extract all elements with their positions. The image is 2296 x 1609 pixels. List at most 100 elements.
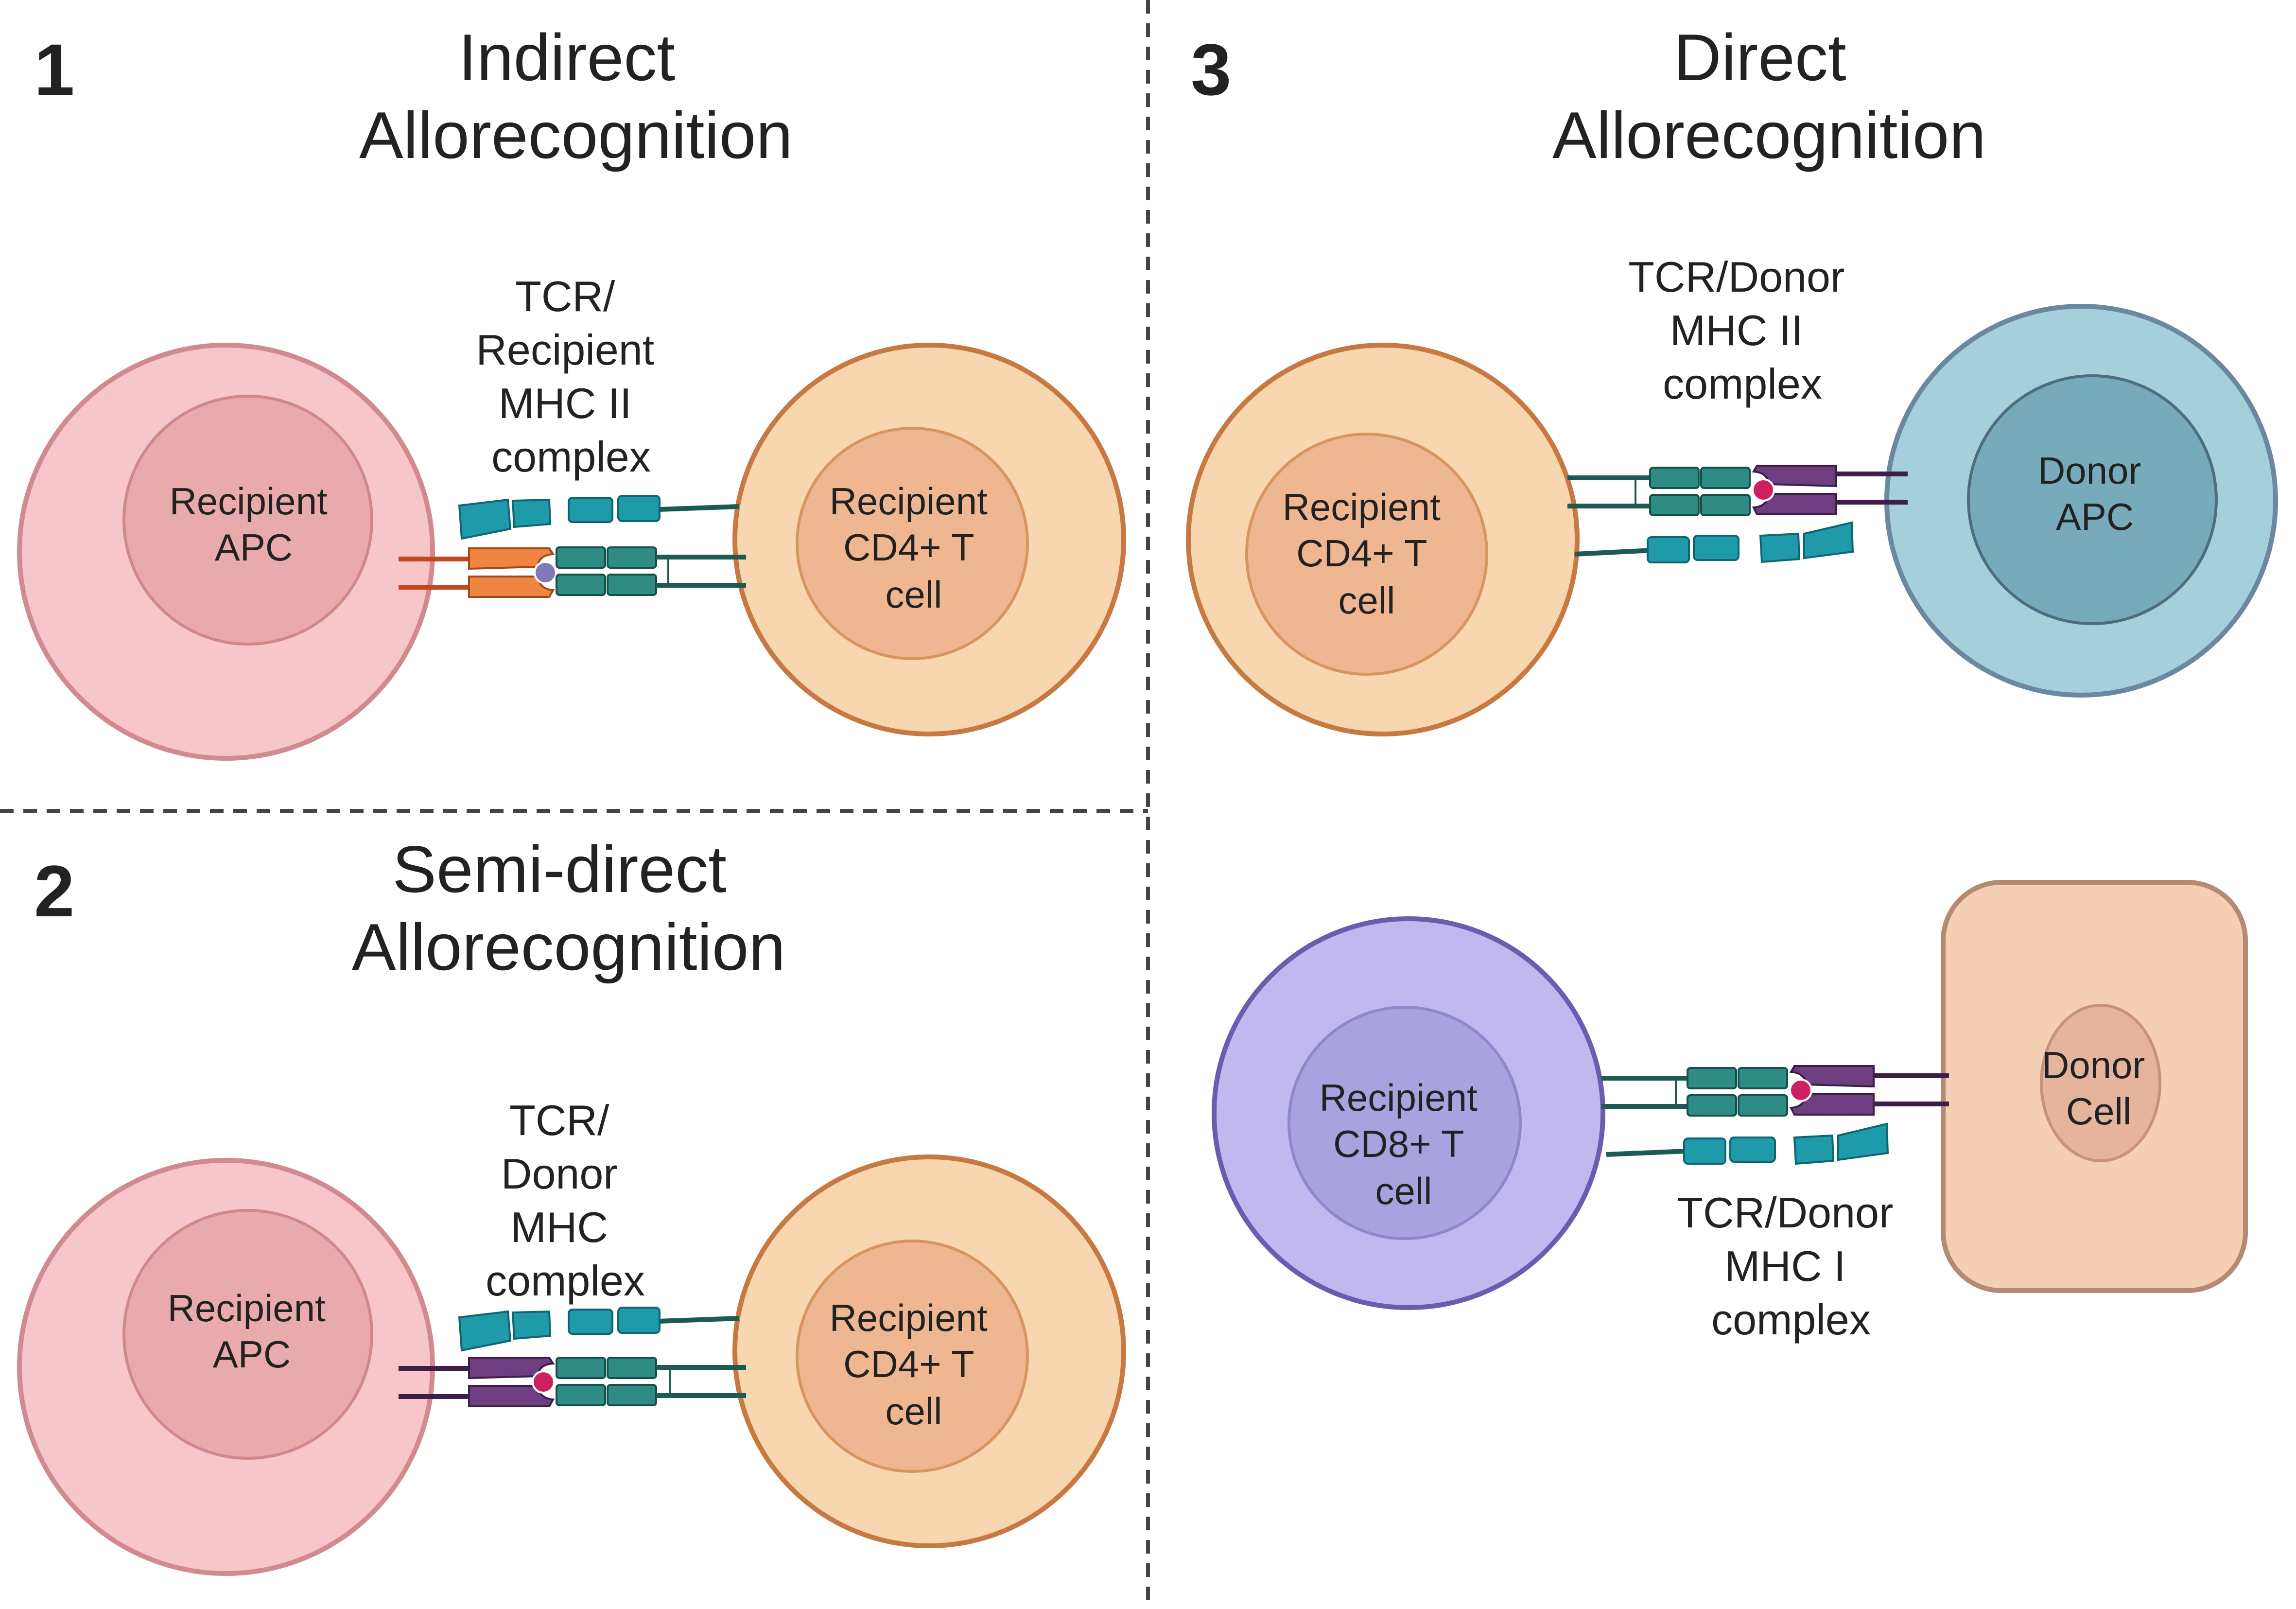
panel-direct-allorecognition: 3 Direct Allorecognition Recipient CD4+ … [1186, 20, 2278, 1344]
complex-label-line: Recipient [476, 326, 654, 374]
panel-number: 3 [1191, 29, 1231, 110]
cell-label-line: APC [2056, 495, 2134, 538]
receptor-domain [1729, 1137, 1776, 1163]
title-line: Indirect [458, 20, 675, 94]
cd4-coreceptor [458, 1307, 739, 1352]
panel-title: Direct Allorecognition [1552, 20, 1986, 172]
receptor-domain [1647, 536, 1690, 563]
cell-label-line: Donor [2042, 1044, 2145, 1086]
panel-number: 1 [34, 29, 74, 110]
complex-label-line: TCR/Donor [1628, 253, 1844, 301]
cell-label: Recipient CD4+ T cell [830, 1296, 998, 1433]
donor-peptide [1789, 1079, 1812, 1102]
receptor-domain [1683, 1137, 1726, 1165]
cell-label-line: Recipient [1283, 486, 1441, 528]
recipient-mhc-ii [399, 547, 557, 598]
receptor-domain [458, 1310, 512, 1352]
cell-nucleus [1287, 1006, 1522, 1240]
cell-label: Recipient CD4+ T cell [1283, 486, 1451, 622]
receptor-domain [1837, 1122, 1889, 1161]
tcr-domain [556, 546, 606, 569]
recipient-cd4-t-cell: Recipient CD4+ T cell [732, 1154, 1126, 1548]
panel-title: Semi-direct Allorecognition [352, 832, 785, 984]
title-line: Allorecognition [352, 910, 785, 984]
cell-label: Recipient APC [170, 480, 338, 569]
title-line: Allorecognition [359, 98, 793, 172]
complex-label: TCR/Donor MHC I complex [1677, 1189, 1905, 1344]
tcr-domain [1700, 494, 1751, 516]
receptor-domain [1693, 535, 1739, 561]
title-line: Semi-direct [392, 832, 727, 906]
cell-label-line: cell [1338, 579, 1395, 622]
recipient-cd4-t-cell: Recipient CD4+ T cell [732, 343, 1126, 736]
receptor-stalk [658, 1316, 739, 1324]
cell-nucleus [122, 1209, 373, 1460]
complex-label-line: Donor [501, 1150, 618, 1198]
receptor-domain [568, 1309, 613, 1335]
complex-label-line: TCR/ [515, 272, 615, 320]
recipient-cd8-t-cell: Recipient CD8+ T cell [1212, 916, 1605, 1310]
cell-label: Recipient APC [168, 1287, 336, 1376]
tcr-domain [607, 1357, 657, 1379]
cell-label-line: CD4+ T [843, 1343, 974, 1385]
complex-label: TCR/Donor MHC II complex [1628, 253, 1856, 408]
tcr-domain [1687, 1067, 1737, 1089]
t-cell-receptor [556, 546, 746, 596]
panel-title: Indirect Allorecognition [359, 20, 793, 172]
receptor-domain [1793, 1134, 1835, 1165]
receptor-domain [1803, 521, 1854, 560]
cell-label: Recipient CD8+ T cell [1320, 1076, 1488, 1212]
t-cell-receptor [556, 1357, 746, 1406]
donor-mhc-ii [399, 1357, 555, 1407]
cell-label-line: Recipient [830, 480, 988, 523]
cell-label-line: cell [885, 1390, 942, 1433]
cell-label-line: Recipient [168, 1287, 326, 1329]
complex-label-line: complex [1663, 360, 1822, 408]
cd4-coreceptor [1574, 521, 1854, 563]
donor-mhc-ii [1752, 465, 1908, 515]
tcr-domain [556, 1384, 606, 1406]
cell-nucleus [1245, 433, 1488, 676]
t-cell-receptor [1601, 1067, 1788, 1117]
complex-label-line: complex [491, 433, 651, 481]
donor-mhc-i [1789, 1065, 1949, 1116]
tcr-domain [1700, 467, 1751, 489]
tcr-domain [1738, 1067, 1788, 1089]
cell-label-line: CD8+ T [1333, 1122, 1463, 1165]
cell-label: Donor APC [2038, 449, 2152, 538]
t-cell-receptor [1567, 467, 1751, 516]
cell-label-line: cell [1375, 1170, 1432, 1212]
complex-label: TCR/ Recipient MHC II complex [476, 272, 666, 481]
tcr-domain [1687, 1094, 1737, 1117]
receptor-domain [568, 497, 613, 523]
cell-nucleus [796, 427, 1029, 660]
cell-label: Donor Cell [2042, 1044, 2156, 1133]
donor-peptide [532, 1370, 555, 1394]
cell-label: Recipient CD4+ T cell [830, 480, 998, 616]
receptor-domain [617, 495, 661, 522]
complex-label-line: MHC II [1670, 306, 1803, 354]
complex-label-line: MHC II [499, 379, 632, 427]
complex-label-line: TCR/Donor [1677, 1189, 1893, 1237]
tcr-domain [1649, 467, 1700, 489]
panel-indirect-allorecognition: 1 Indirect Allorecognition Recipient APC… [17, 20, 1126, 761]
tcr-domain [1738, 1094, 1788, 1117]
recipient-peptide [534, 561, 557, 584]
title-line: Allorecognition [1552, 98, 1986, 172]
cell-label-line: APC [215, 526, 293, 569]
cell-label-line: Recipient [1320, 1076, 1478, 1119]
receptor-stalk [1606, 1149, 1687, 1157]
donor-cell: Donor Cell [1941, 880, 2248, 1293]
cell-label-line: cell [885, 573, 942, 616]
panel-number: 2 [34, 850, 74, 932]
complex-label-line: TCR/ [509, 1096, 609, 1144]
complex-label-line: complex [486, 1257, 645, 1305]
tcr-domain [556, 574, 606, 596]
complex-label: TCR/ Donor MHC complex [486, 1096, 645, 1305]
receptor-domain [511, 1310, 552, 1340]
complex-label-line: MHC [511, 1203, 608, 1251]
recipient-cd4-t-cell: Recipient CD4+ T cell [1186, 343, 1580, 736]
donor-peptide [1752, 478, 1775, 502]
cell-label-line: Recipient [830, 1296, 988, 1339]
cell-label-line: Donor [2038, 449, 2141, 492]
